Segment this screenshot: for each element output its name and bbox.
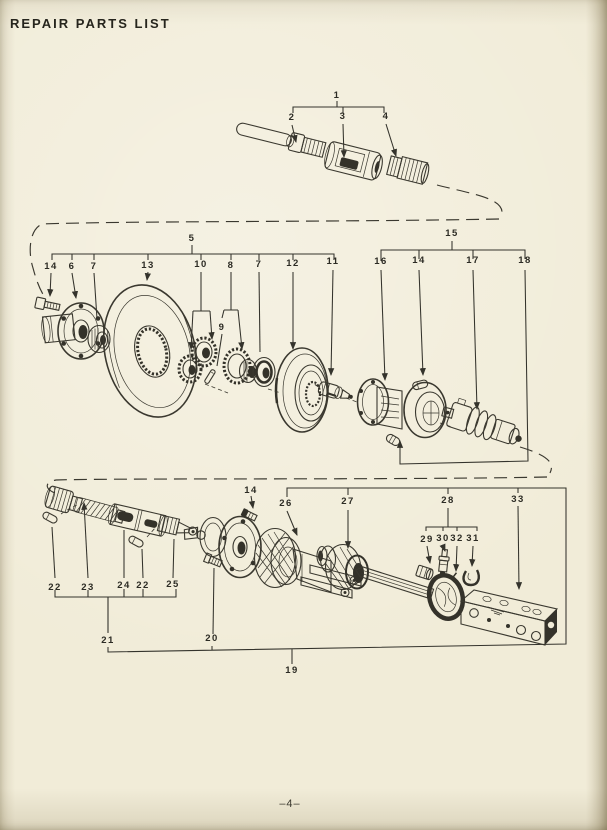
part-12-drum [274, 347, 337, 433]
part-label-2: 2 [289, 112, 296, 123]
part-14-pin [412, 379, 429, 391]
part-label-32: 32 [450, 533, 464, 544]
part-spline-shaft [354, 566, 435, 600]
part-knurled-drum [253, 527, 302, 589]
part-label-33: 33 [511, 494, 525, 505]
page-title: REPAIR PARTS LIST [10, 16, 171, 31]
part-washer-ring [199, 516, 227, 558]
part-14-bolt [34, 296, 61, 311]
fold-line-dashed [29, 184, 552, 495]
part-label-18: 18 [518, 255, 532, 266]
part-30-valve [438, 548, 450, 576]
bracket-lines [51, 101, 567, 664]
part-32-ring [426, 572, 466, 621]
part-3-coupling-body [324, 141, 383, 181]
part-7-bearing [252, 356, 276, 388]
part-33-valve-block [459, 589, 559, 646]
part-label-30: 30 [436, 533, 450, 544]
part-label-6: 6 [69, 261, 76, 272]
part-2-cable-end [236, 122, 327, 158]
part-label-23: 23 [81, 582, 95, 593]
part-label-5: 5 [189, 233, 196, 244]
part-label-4: 4 [383, 111, 390, 122]
part-label-8: 8 [228, 260, 235, 271]
leader-lines [47, 123, 529, 591]
part-6-hub [41, 302, 105, 360]
part-label-12: 12 [286, 258, 300, 269]
part-10-gears [177, 336, 218, 384]
part-cable-cap [44, 485, 84, 514]
part-label-25: 25 [166, 579, 180, 590]
part-4-adapter-fitting [386, 155, 430, 185]
part-17-piston [446, 397, 522, 445]
part-label-19: 19 [285, 665, 299, 676]
part-label-31: 31 [466, 533, 480, 544]
part-label-7: 7 [256, 259, 263, 270]
part-label-22: 22 [48, 582, 62, 593]
part-label-9: 9 [219, 322, 226, 333]
part-31-clip [462, 569, 480, 587]
part-22-pin-b [128, 535, 144, 548]
part-label-28: 28 [441, 495, 455, 506]
part-9-cotter-pin [204, 369, 216, 384]
part-label-1: 1 [334, 90, 341, 101]
part-label-3: 3 [340, 111, 347, 122]
part-11-coupler [314, 381, 353, 399]
part-13-clutch-disc [102, 284, 198, 418]
part-label-13: 13 [141, 260, 155, 271]
part-label-24: 24 [117, 580, 131, 591]
part-label-27: 27 [341, 496, 355, 507]
part-22-pin-a [42, 511, 58, 524]
part-20-bolt [202, 552, 223, 568]
part-16-housing [356, 378, 455, 439]
part-label-17: 17 [466, 255, 480, 266]
part-label-14: 14 [412, 255, 426, 266]
page-number: –4– [279, 798, 301, 810]
part-29-nut [415, 564, 434, 581]
part-14-bolt-c [240, 508, 258, 522]
part-label-26: 26 [279, 498, 293, 509]
part-label-15: 15 [445, 228, 459, 239]
part-label-7: 7 [91, 261, 98, 272]
part-25-fitting [156, 514, 198, 536]
part-flange-disc [218, 515, 262, 579]
part-8-gear-cluster [222, 347, 258, 385]
part-label-10: 10 [194, 259, 208, 270]
part-label-11: 11 [326, 256, 339, 267]
part-label-14: 14 [44, 261, 58, 272]
part-label-16: 16 [374, 256, 388, 267]
part-label-22: 22 [136, 580, 150, 591]
part-label-21: 21 [101, 635, 115, 646]
part-label-20: 20 [205, 633, 219, 644]
part-18-detent-pin [385, 433, 401, 447]
part-label-29: 29 [420, 534, 434, 545]
part-label-14: 14 [244, 485, 258, 496]
